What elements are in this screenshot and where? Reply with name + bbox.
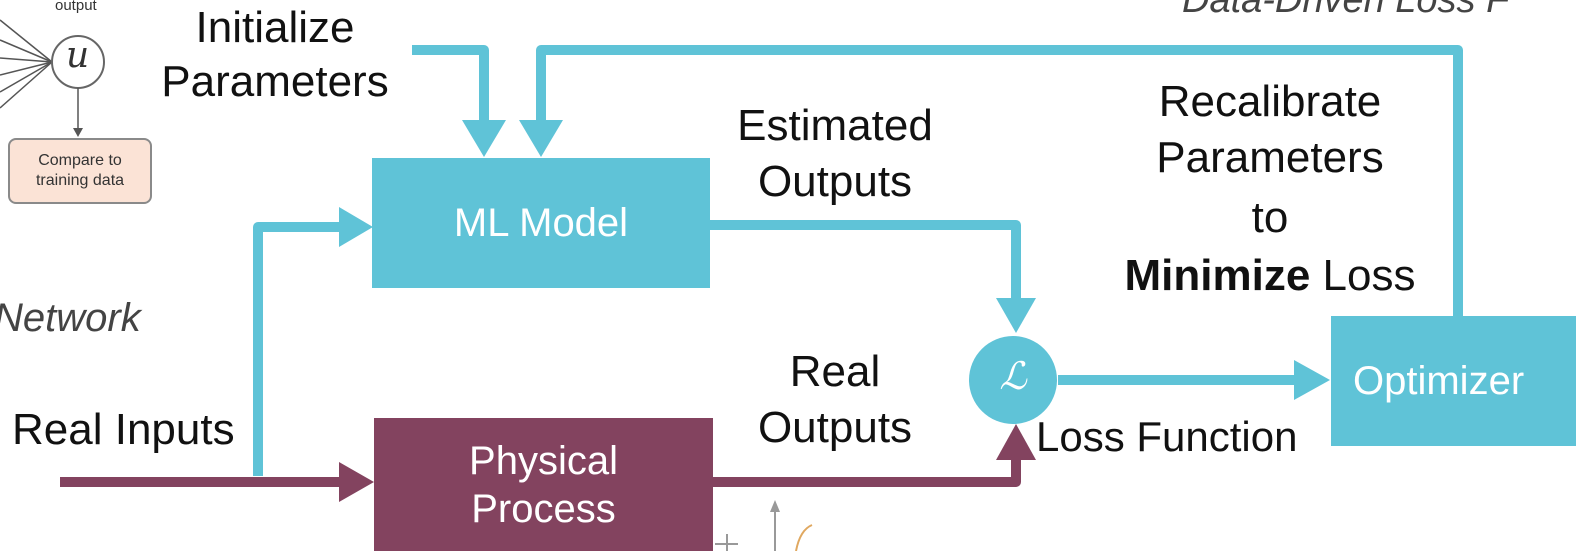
real-input-arrowhead [339, 462, 374, 502]
inset-output-label: output [55, 0, 97, 14]
loss-symbol: ℒ [999, 354, 1027, 398]
ml-model-box: ML Model [372, 158, 710, 288]
estimated-label-line-1: Estimated [737, 101, 933, 150]
compare-line-1: Compare to [38, 152, 122, 169]
network-label: Network [0, 296, 141, 340]
recalibrate-line-3: to [1251, 193, 1289, 242]
partial-title: Data-Driven Loss F [1182, 0, 1510, 21]
fan-line [0, 19, 53, 63]
real-outputs-line-2: Outputs [757, 403, 913, 452]
physical-label-line-2: Process [471, 486, 616, 531]
partial-curve [795, 524, 813, 551]
initialize-label-line-1: Initialize [195, 3, 355, 52]
recalibrate-line-2: Parameters [1156, 133, 1384, 182]
physical-label-line-1: Physical [469, 438, 618, 483]
compare-box: Compare to training data [8, 138, 152, 204]
loss-function-label: Loss Function [1036, 413, 1298, 460]
estimated-arrowhead [996, 298, 1036, 333]
initialize-label-line-2: Parameters [161, 57, 389, 106]
real-output-arrowhead [996, 424, 1036, 460]
inset-down-arrowhead [73, 128, 83, 137]
real-output-line [713, 455, 1021, 487]
real-outputs-line-1: Real [789, 347, 881, 396]
fan-line [0, 61, 53, 76]
optimizer-label: Optimizer [1353, 359, 1525, 403]
recalibrate-line-1: Recalibrate [1158, 77, 1382, 126]
input-branch-line [253, 222, 345, 476]
loss-node-circle [969, 336, 1057, 424]
physical-process-box: Physical Process [374, 418, 713, 551]
loss-to-optimizer-arrowhead [1294, 360, 1330, 400]
feedback-arrowhead [519, 120, 563, 157]
inset-fan-lines [0, 19, 53, 109]
ml-model-label: ML Model [453, 201, 629, 245]
inset-node-symbol: u [66, 35, 90, 76]
minimize-word: Minimize [1124, 251, 1311, 300]
fan-line [0, 61, 53, 93]
real-inputs-label: Real Inputs [12, 405, 235, 454]
optimizer-box: Optimizer [1331, 316, 1576, 446]
init-arrow-line [412, 45, 489, 125]
fan-line [0, 39, 53, 63]
estimated-arrow-line [710, 220, 1021, 303]
estimated-label-line-2: Outputs [757, 157, 913, 206]
loss-word: Loss [1310, 251, 1416, 300]
compare-line-2: training data [35, 172, 125, 189]
recalibrate-line-4: Minimize Loss [1100, 250, 1440, 303]
feedback-arrow-line [536, 45, 1463, 316]
input-branch-arrowhead [339, 207, 373, 247]
init-arrowhead [462, 120, 506, 157]
fan-line [0, 61, 53, 109]
partial-graphic-bottom [715, 500, 813, 551]
partial-axis-arrowhead [770, 500, 780, 512]
fan-line [0, 57, 53, 63]
